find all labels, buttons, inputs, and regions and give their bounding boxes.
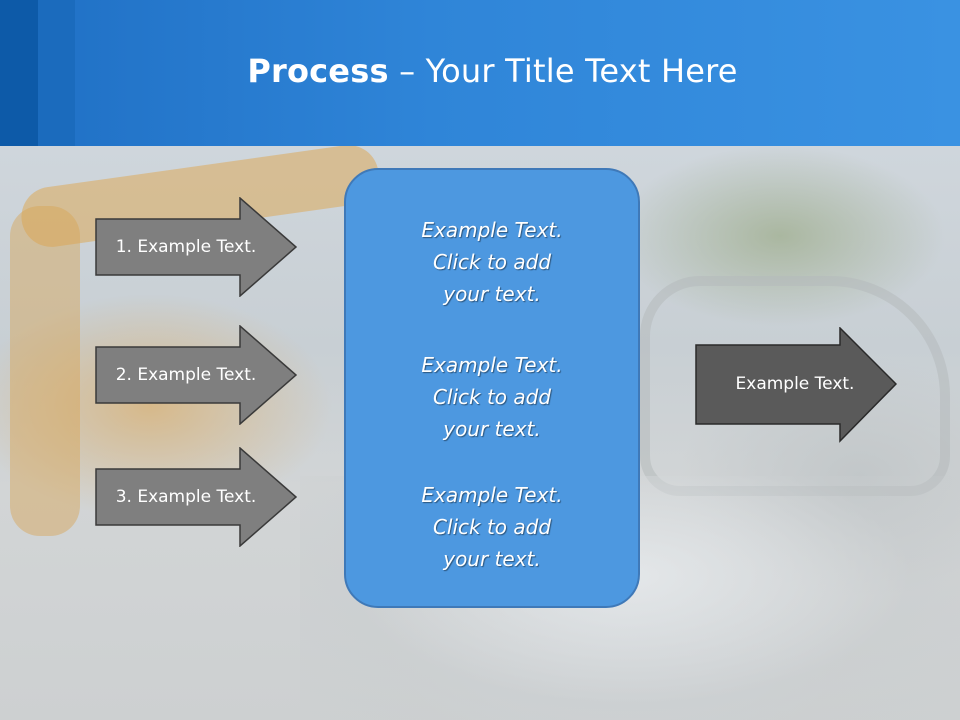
process-text-3[interactable]: Example Text. Click to add your text. xyxy=(421,483,563,571)
process-text-1[interactable]: Example Text. Click to add your text. xyxy=(421,218,563,306)
arrow-shape xyxy=(95,447,297,547)
accent-stripe-light xyxy=(38,0,75,146)
input-arrow-label: 3. Example Text. xyxy=(115,487,257,507)
arrow-shape xyxy=(95,325,297,425)
excavator-boom-shape xyxy=(10,206,80,536)
output-arrow-label: Example Text. xyxy=(735,374,855,394)
input-arrow-label: 2. Example Text. xyxy=(115,365,257,385)
input-arrow-3[interactable]: 3. Example Text. xyxy=(95,447,297,547)
accent-stripe-dark xyxy=(0,0,38,146)
title-band: Process – Your Title Text Here xyxy=(0,0,960,146)
title-rest-part: – Your Title Text Here xyxy=(388,52,738,90)
arrow-shape xyxy=(95,197,297,297)
arrow-shape xyxy=(695,327,897,443)
input-arrow-1[interactable]: 1. Example Text. xyxy=(95,197,297,297)
input-arrow-label: 1. Example Text. xyxy=(115,237,257,257)
slide-title[interactable]: Process – Your Title Text Here xyxy=(0,52,960,90)
process-box[interactable]: Example Text. Click to add your text. Ex… xyxy=(344,168,640,608)
process-text-2[interactable]: Example Text. Click to add your text. xyxy=(421,353,563,441)
input-arrow-2[interactable]: 2. Example Text. xyxy=(95,325,297,425)
title-bold-part: Process xyxy=(247,52,389,90)
output-arrow[interactable]: Example Text. xyxy=(695,327,897,443)
